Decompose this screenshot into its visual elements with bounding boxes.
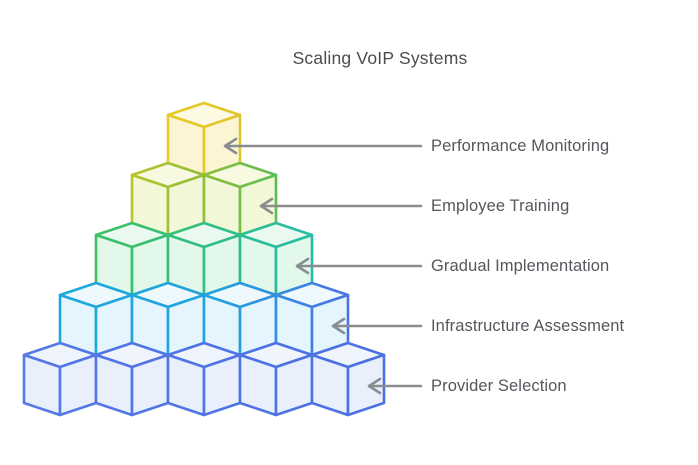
cube-row5-3 — [166, 341, 242, 417]
cube-row5-2 — [94, 341, 170, 417]
cube-row2-2 — [202, 161, 278, 237]
cube-row4-2 — [130, 281, 206, 357]
cube-row1-1 — [166, 101, 242, 177]
cube-row5-1 — [22, 341, 98, 417]
cube-row4-4 — [274, 281, 350, 357]
pyramid-row-1 — [166, 101, 242, 177]
cube-row4-1 — [58, 281, 134, 357]
cube-row3-1 — [94, 221, 170, 297]
cube-row3-2 — [166, 221, 242, 297]
label-infrastructure-assessment: Infrastructure Assessment — [431, 317, 625, 335]
label-performance-monitoring: Performance Monitoring — [431, 137, 610, 155]
arrow-level-2 — [259, 197, 423, 215]
arrow-connectors — [223, 137, 423, 395]
cube-row5-4 — [238, 341, 314, 417]
cube-row4-3 — [202, 281, 278, 357]
label-gradual-implementation: Gradual Implementation — [431, 257, 610, 275]
arrow-level-1 — [223, 137, 423, 155]
pyramid-row-5 — [22, 341, 386, 417]
label-provider-selection: Provider Selection — [431, 377, 567, 395]
label-employee-training: Employee Training — [431, 197, 570, 215]
arrow-level-3 — [295, 257, 423, 275]
arrow-level-5 — [367, 377, 423, 395]
pyramid-row-3 — [94, 221, 314, 297]
cube-row2-1 — [130, 161, 206, 237]
cube-row5-5 — [310, 341, 386, 417]
cube-row3-3 — [238, 221, 314, 297]
pyramid-row-4 — [58, 281, 350, 357]
arrow-level-4 — [331, 317, 423, 335]
diagram-title: Scaling VoIP Systems — [292, 48, 468, 68]
pyramid-row-2 — [130, 161, 278, 237]
